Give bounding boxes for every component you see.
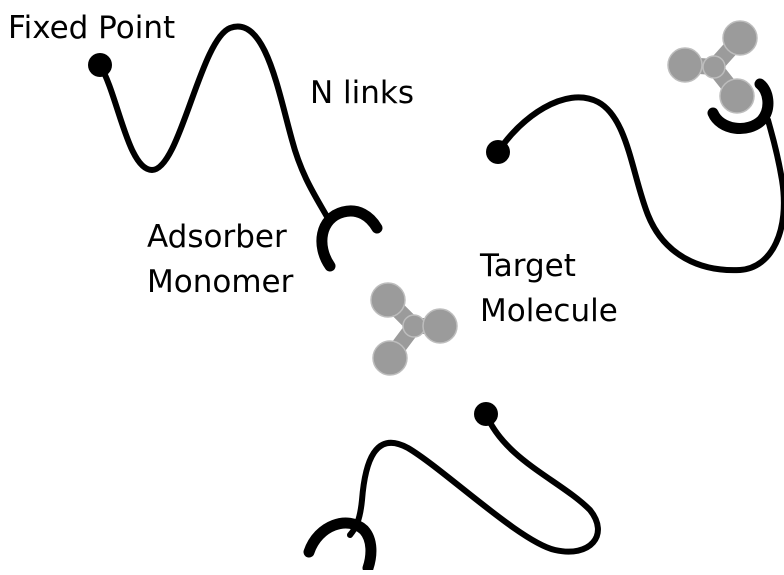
molecule-atom [667, 47, 703, 83]
polymer-chain-2 [486, 78, 784, 274]
chain-2-links [495, 94, 784, 274]
label-adsorber-line1: Adsorber [147, 219, 287, 255]
molecule-atom [719, 78, 755, 114]
molecule-center-atom [702, 55, 726, 79]
molecule-atom [722, 20, 758, 56]
molecule-atom [372, 340, 408, 376]
chain-1-fixed-point [88, 53, 112, 77]
chain-3-links [347, 411, 601, 555]
target-molecule-adsorbed [667, 20, 758, 114]
label-fixed-point: Fixed Point [8, 10, 175, 46]
target-molecule-center [370, 282, 458, 376]
molecule-atom [422, 308, 458, 344]
chain-1-adsorber-monomer [316, 205, 383, 272]
label-n-links: N links [310, 75, 414, 111]
molecule-center-atom [402, 314, 426, 338]
chain-2-adsorber-monomer [707, 78, 774, 134]
molecule-atom [370, 282, 406, 318]
label-adsorber-line2: Monomer [147, 264, 294, 300]
chain-3-adsorber-monomer [303, 517, 377, 574]
label-target-line1: Target [479, 248, 576, 284]
polymer-chain-3 [303, 402, 601, 574]
label-target-line2: Molecule [480, 293, 618, 329]
chain-1-links [97, 23, 333, 225]
polymer-chain-1 [88, 23, 383, 272]
